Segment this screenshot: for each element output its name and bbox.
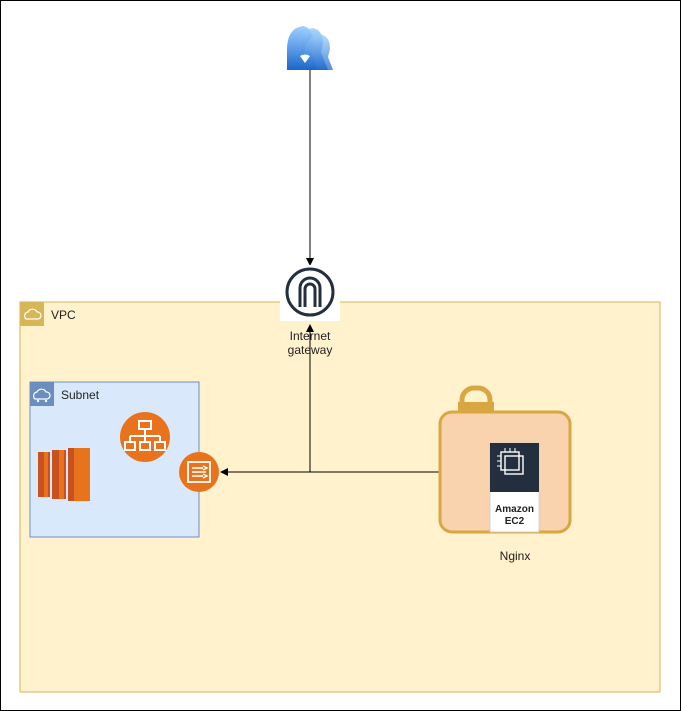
nginx-caption: Nginx xyxy=(499,549,531,563)
ec2-instances-icon xyxy=(38,448,90,501)
ec2-label-line1: Amazon xyxy=(495,504,534,515)
internet-gateway-icon xyxy=(280,265,340,321)
subnet-cloud-icon xyxy=(30,382,54,406)
internet-gateway-label: Internet gateway xyxy=(270,329,350,357)
ec2-label-line2: EC2 xyxy=(504,516,525,527)
ec2-chip-icon xyxy=(490,443,539,492)
vpc-cloud-icon xyxy=(20,302,44,326)
ec2-label: Amazon EC2 xyxy=(490,504,539,528)
vpc-label: VPC xyxy=(51,308,76,322)
application-load-balancer-icon xyxy=(120,412,170,462)
internet-gateway-label-line1: Internet xyxy=(289,329,331,343)
nat-gateway-icon xyxy=(179,452,219,492)
users-icon xyxy=(287,26,333,70)
internet-gateway-label-line2: gateway xyxy=(287,343,333,357)
subnet-label: Subnet xyxy=(61,388,100,402)
